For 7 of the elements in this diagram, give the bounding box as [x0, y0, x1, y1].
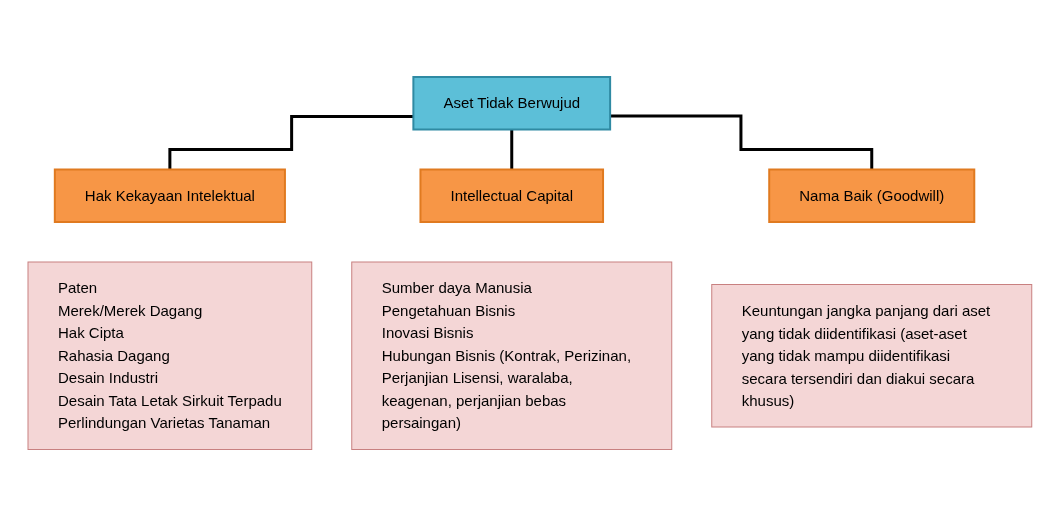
node-box: Nama Baik (Goodwill) [768, 168, 976, 224]
node-box: Keuntungan jangka panjang dari aset yang tidak diidentifikasi (aset-aset yang tidak mampu diidentifikasi secara tersendiri dan diakui secara khusus) [711, 284, 1033, 428]
node-box: Aset Tidak Berwujud [412, 76, 612, 131]
node-box: Sumber daya Manusia Pengetahuan Bisnis Inovasi Bisnis Hubungan Bisnis (Kontrak, Perizinan, Perjanjian Lisensi, waralaba, keagenan, perjanjian bebas persaingan) [351, 261, 673, 451]
node-box: Paten Merek/Merek Dagang Hak Cipta Rahasia Dagang Desain Industri Desain Tata Letak Sirkuit Terpadu Perlindungan Varietas Tanaman [27, 261, 313, 451]
node-box: Hak Kekayaan Intelektual [53, 168, 287, 224]
node-box: Intellectual Capital [419, 168, 605, 224]
